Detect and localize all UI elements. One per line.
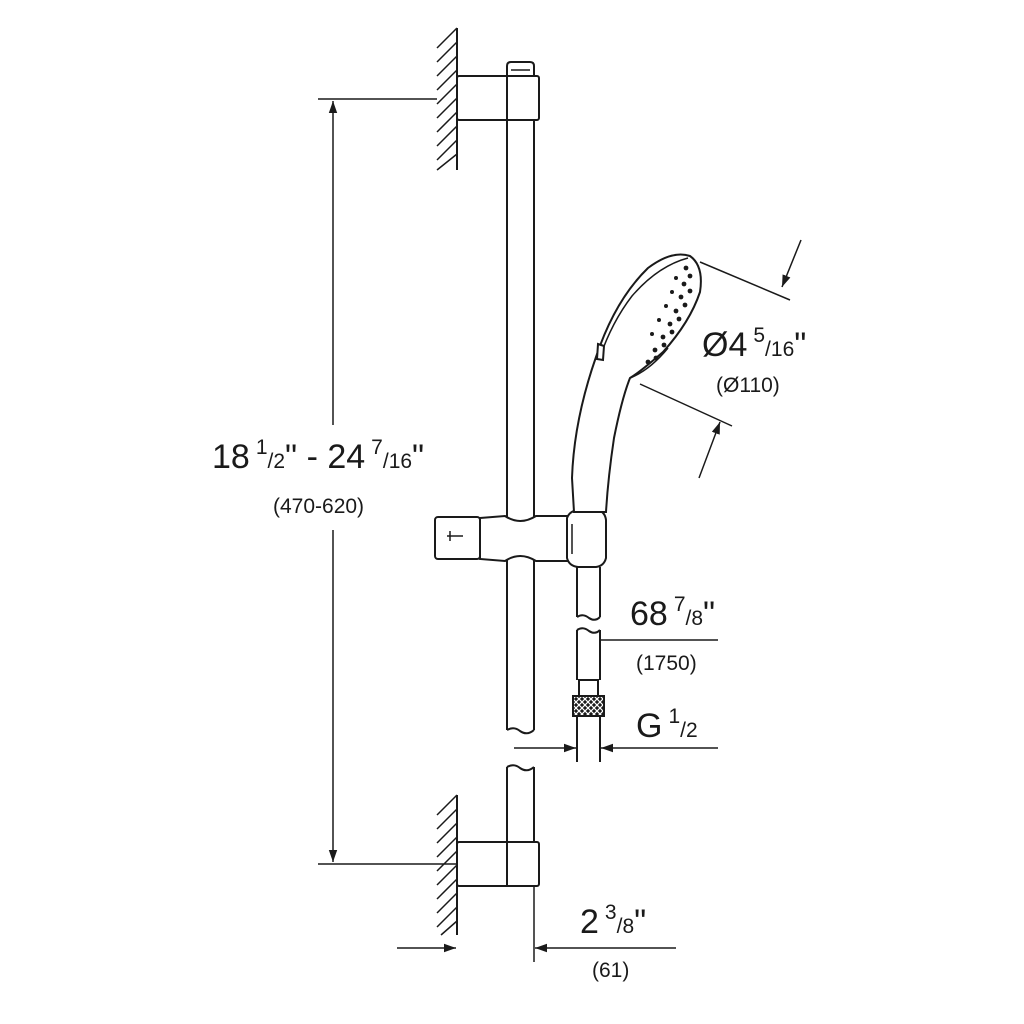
hose-length-metric: (1750) (636, 652, 697, 675)
head-diameter-metric: (Ø110) (716, 374, 780, 397)
connection-dimension-lines (514, 717, 718, 762)
top-wall-bracket (456, 61, 540, 121)
wall-offset-metric: (61) (592, 959, 629, 982)
bottom-wall-bracket (456, 841, 540, 887)
shower-head-nozzles (645, 265, 693, 365)
rail-lower (506, 556, 535, 735)
wall-offset-dimension-lines (397, 886, 676, 962)
rail-height-metric: (470-620) (273, 495, 364, 518)
bottom-wall-hatch (436, 794, 458, 936)
slider-holder (434, 509, 607, 568)
hose-nut (572, 695, 605, 717)
rail-upper (506, 120, 535, 518)
head-diameter-dimension-lines (639, 239, 802, 479)
hand-shower (570, 253, 702, 513)
rail-height-dimension-lines (318, 98, 457, 865)
rail-bottom-segment (506, 764, 535, 842)
top-wall-hatch (436, 27, 458, 171)
